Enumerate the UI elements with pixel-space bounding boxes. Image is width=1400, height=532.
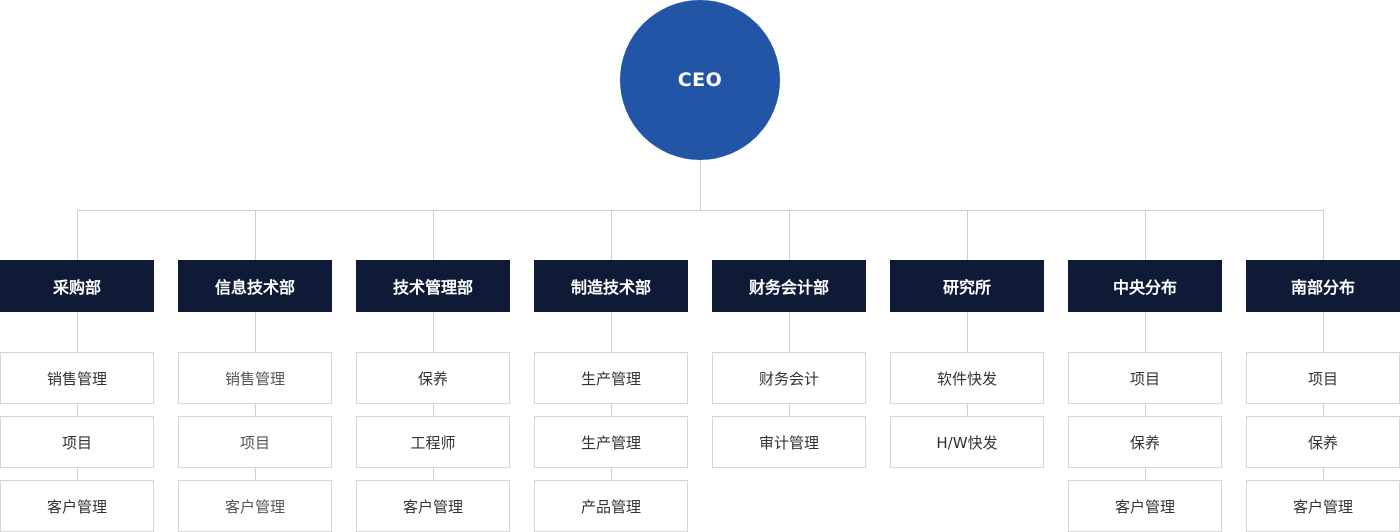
sub-item: 财务会计 — [712, 352, 866, 404]
sub-item: 客户管理 — [1068, 480, 1222, 532]
sub-item: 项目 — [0, 416, 154, 468]
dept-header: 采购部 — [0, 260, 154, 312]
dept-drop-line — [611, 210, 612, 260]
sub-item: 销售管理 — [178, 352, 332, 404]
sub-item: 保养 — [356, 352, 510, 404]
dept-header: 南部分布 — [1246, 260, 1400, 312]
dept-drop-line — [77, 210, 78, 260]
dept-drop-line — [789, 210, 790, 260]
sub-item: 项目 — [1246, 352, 1400, 404]
sub-item: 客户管理 — [0, 480, 154, 532]
sub-item: 产品管理 — [534, 480, 688, 532]
sub-item: 审计管理 — [712, 416, 866, 468]
ceo-node: CEO — [620, 0, 780, 160]
dept-drop-line — [433, 210, 434, 260]
ceo-label: CEO — [677, 69, 723, 91]
dept-header: 研究所 — [890, 260, 1044, 312]
sub-item: 项目 — [178, 416, 332, 468]
sub-item: 软件快发 — [890, 352, 1044, 404]
sub-item: 客户管理 — [356, 480, 510, 532]
dept-header: 技术管理部 — [356, 260, 510, 312]
dept-header: 制造技术部 — [534, 260, 688, 312]
dept-drop-line — [255, 210, 256, 260]
horizontal-connector-line — [77, 210, 1324, 211]
sub-item: 生产管理 — [534, 352, 688, 404]
sub-item: 保养 — [1246, 416, 1400, 468]
dept-drop-line — [1323, 210, 1324, 260]
sub-item: 客户管理 — [1246, 480, 1400, 532]
sub-item: 保养 — [1068, 416, 1222, 468]
dept-drop-line — [967, 210, 968, 260]
ceo-connector-line — [700, 160, 701, 210]
dept-header: 财务会计部 — [712, 260, 866, 312]
sub-item: 项目 — [1068, 352, 1222, 404]
sub-item: 销售管理 — [0, 352, 154, 404]
dept-header: 中央分布 — [1068, 260, 1222, 312]
sub-item: 客户管理 — [178, 480, 332, 532]
dept-header: 信息技术部 — [178, 260, 332, 312]
dept-drop-line — [1145, 210, 1146, 260]
sub-item: H/W快发 — [890, 416, 1044, 468]
sub-item: 工程师 — [356, 416, 510, 468]
sub-item: 生产管理 — [534, 416, 688, 468]
